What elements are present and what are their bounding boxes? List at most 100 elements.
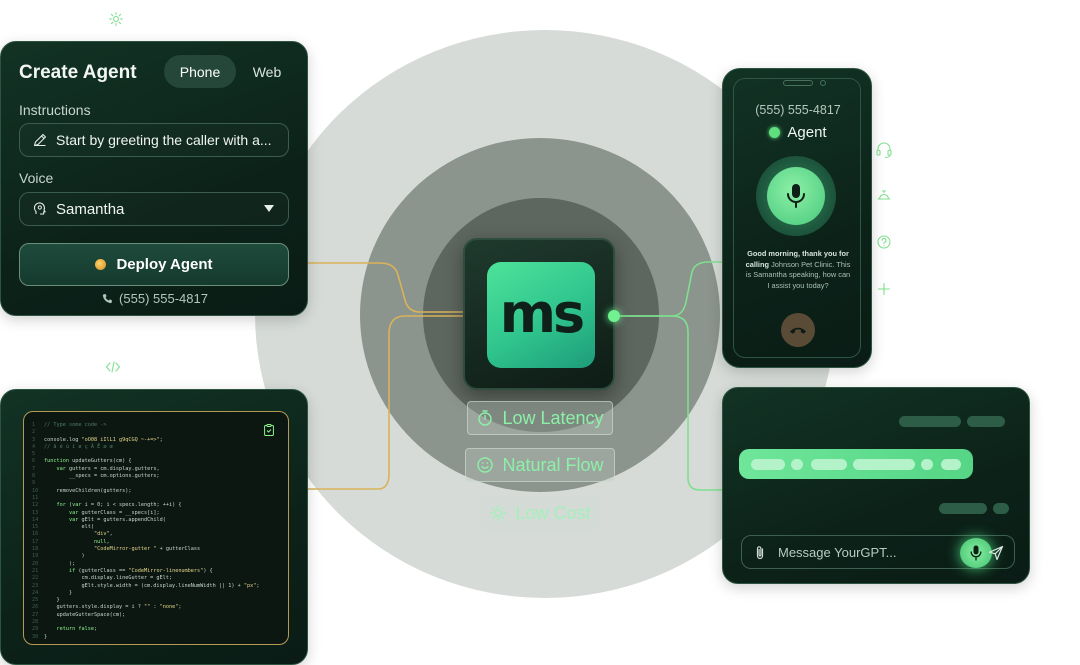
code-text: cm.display.lineGutter = gElt;: [44, 575, 173, 582]
code-line: 1 // Type some code ->: [32, 422, 260, 429]
channel-toggle: Phone Web: [164, 55, 299, 88]
message-placeholder-bar: [811, 459, 847, 470]
code-text: elt(: [44, 524, 94, 531]
wire-deploy: [288, 262, 463, 313]
line-number: 8: [32, 473, 36, 480]
call-mic-button[interactable]: [767, 167, 825, 225]
chat-card: Message YourGPT...: [722, 387, 1030, 584]
plus-icon: [877, 282, 891, 296]
line-number: 15: [32, 524, 39, 531]
code-line: 18 "CodeMirror-gutter " + gutterClass: [32, 546, 260, 553]
agent-phone-number: (555) 555-4817: [1, 291, 309, 306]
caller-number: (555) 555-4817: [755, 103, 841, 117]
code-text: "div",: [93, 531, 113, 538]
code-line: 9: [32, 480, 260, 487]
line-number: 23: [32, 582, 39, 589]
code-text: // â é ù ï ø ç Ã Ē æ œ: [44, 443, 113, 450]
line-number: 2: [32, 429, 36, 436]
clipboard-icon[interactable]: [264, 424, 274, 436]
online-dot-icon: [769, 127, 781, 138]
line-number: 22: [32, 575, 39, 582]
code-text: );: [44, 560, 76, 567]
coin-icon: [490, 504, 507, 522]
message-placeholder-bar: [791, 459, 803, 470]
code-text: __specs = cm.options.gutters;: [44, 473, 160, 480]
message-input[interactable]: Message YourGPT...: [778, 545, 897, 560]
deploy-agent-button[interactable]: Deploy Agent: [19, 243, 289, 286]
wire-phone: [614, 261, 722, 317]
highlighted-message: [739, 449, 973, 479]
status-dot-icon: [95, 259, 107, 270]
message-placeholder-bar: [941, 459, 961, 470]
feature-low-latency: Low Latency: [467, 401, 613, 435]
voice-head-icon: [33, 202, 46, 215]
deploy-agent-label: Deploy Agent: [116, 256, 213, 273]
code-text: "CodeMirror-gutter " + gutterClass: [93, 546, 201, 553]
tab-web[interactable]: Web: [252, 63, 282, 80]
line-number: 6: [32, 458, 36, 465]
connection-node-icon: [608, 310, 620, 322]
instructions-field[interactable]: Start by greeting the caller with a...: [19, 123, 289, 157]
tab-phone[interactable]: Phone: [164, 55, 236, 88]
code-line: 30}: [32, 634, 260, 641]
logo-mark: ms: [487, 262, 595, 368]
code-line: 13 var gutterClass = __specs[i];: [32, 510, 260, 517]
smile-icon: [477, 457, 494, 473]
line-number: 16: [32, 531, 39, 538]
code-line: 2: [32, 429, 260, 436]
code-text: // Type some code ->: [44, 422, 107, 428]
code-text: ): [44, 553, 85, 560]
microphone-icon: [970, 545, 982, 561]
code-tag-icon: [105, 361, 121, 373]
headset-icon: [876, 142, 892, 159]
code-line: 16 "div",: [32, 531, 260, 538]
phone-call-card: (555) 555-4817 Agent Good morning, thank…: [722, 68, 872, 368]
paperclip-icon[interactable]: [754, 545, 766, 561]
create-agent-title: Create Agent: [19, 62, 137, 83]
wire-code: [288, 315, 463, 490]
instructions-label: Instructions: [19, 102, 91, 118]
line-number: 10: [32, 487, 39, 494]
line-number: 19: [32, 553, 39, 560]
code-line: 27 updateGutterSpace(cm);: [32, 612, 260, 619]
line-number: 18: [32, 546, 39, 553]
line-number: 12: [32, 502, 39, 509]
message-placeholder-bar: [899, 416, 961, 427]
code-line: 12 for (var i = 0; i < specs.length; ++i…: [32, 502, 260, 509]
chat-mic-button[interactable]: [960, 538, 992, 568]
code-line: 29 return false;: [32, 626, 260, 633]
code-text: }: [44, 633, 48, 640]
code-text: gutters.style.display = i ? "" : "none";: [44, 604, 182, 611]
code-line: 14 var gElt = gutters.appendChild(: [32, 517, 260, 524]
code-text: updateGutterSpace(cm);: [44, 611, 126, 618]
hang-up-button[interactable]: [781, 313, 815, 347]
agent-transcript: Good morning, thank you for calling John…: [745, 249, 851, 290]
line-number: 9: [32, 480, 36, 487]
line-number: 1: [32, 422, 36, 428]
stopwatch-icon: [478, 410, 493, 426]
line-number: 30: [32, 633, 39, 640]
code-text: }: [44, 589, 73, 596]
voice-select[interactable]: Samantha: [19, 192, 289, 226]
code-text: if (gutterClass == "CodeMirror-linenumbe…: [69, 567, 213, 574]
code-line: 15 elt(: [32, 524, 260, 531]
send-icon[interactable]: [988, 545, 1004, 561]
line-number: 24: [32, 589, 39, 596]
wire-chat: [614, 315, 722, 491]
code-line: 19 ): [32, 553, 260, 560]
line-number: 14: [32, 516, 39, 523]
code-line: 21 if (gutterClass == "CodeMirror-linenu…: [32, 568, 260, 575]
code-line: 22 cm.display.lineGutter = gElt;: [32, 575, 260, 582]
phone-speaker: [783, 80, 813, 86]
mic-halo: [756, 156, 836, 236]
instructions-value: Start by greeting the caller with a...: [56, 132, 272, 148]
code-line: 5: [32, 451, 260, 458]
message-placeholder-bar: [967, 416, 1005, 427]
code-line: 26 gutters.style.display = i ? "" : "non…: [32, 604, 260, 611]
code-line: 4// â é ù ï ø ç Ã Ē æ œ: [32, 444, 260, 451]
code-text: }: [44, 597, 60, 604]
line-number: 20: [32, 560, 39, 567]
